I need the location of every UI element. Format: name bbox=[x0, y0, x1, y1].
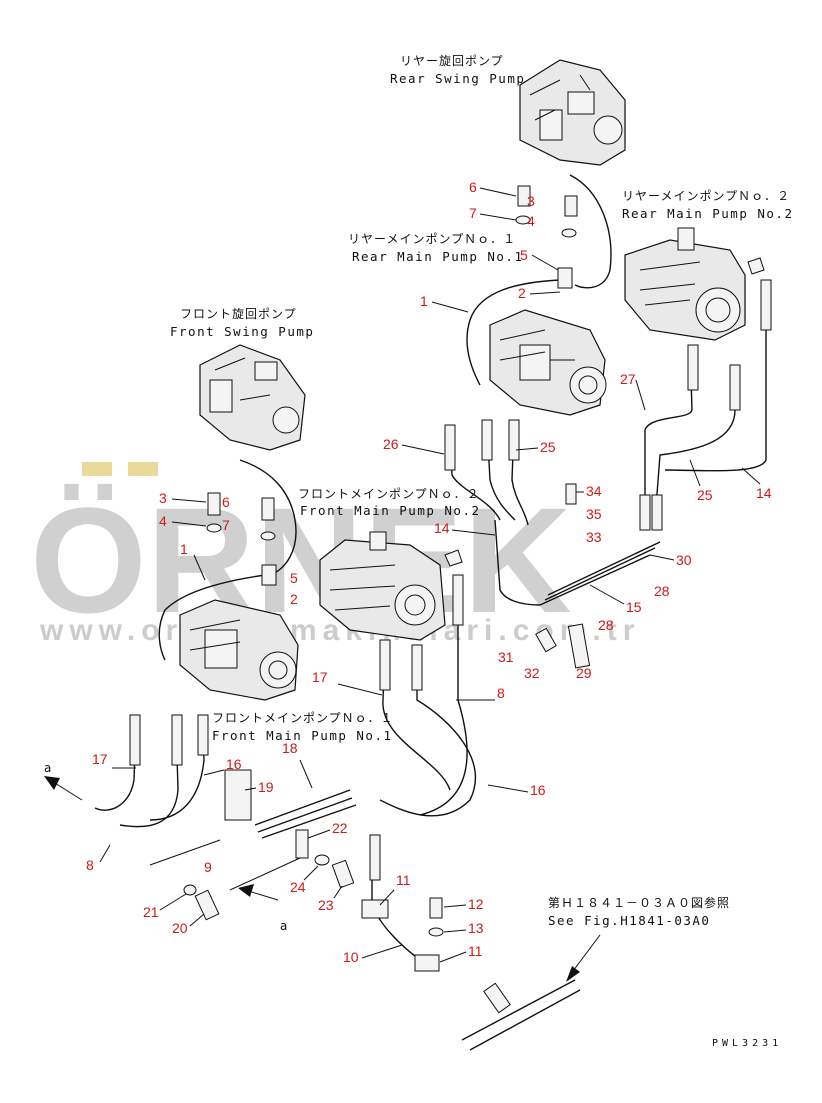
part-number: 27 bbox=[620, 371, 636, 387]
part-number: 4 bbox=[159, 513, 167, 529]
part-number: 15 bbox=[626, 599, 642, 615]
part-number: 24 bbox=[290, 879, 306, 895]
rear-main-pump-1 bbox=[489, 309, 607, 416]
part-number: 2 bbox=[518, 285, 526, 301]
rear-main-pump-2-title-jp: リヤーメインポンプＮｏ．２ bbox=[622, 189, 790, 203]
part-number: 32 bbox=[524, 665, 540, 681]
part-number: 28 bbox=[654, 583, 670, 599]
watermark-logo: ÖRNEK bbox=[30, 476, 572, 644]
part-number: 1 bbox=[420, 293, 428, 309]
rear-swing-pump bbox=[519, 59, 626, 166]
part-number: 9 bbox=[204, 859, 212, 875]
section-arrows: a a bbox=[44, 761, 601, 982]
part-number: 25 bbox=[697, 487, 713, 503]
rear-main-pump-1-title-jp: リヤーメインポンプＮｏ．１ bbox=[348, 232, 516, 246]
front-main-pump-1-title-jp: フロントメインポンプＮｏ．１ bbox=[212, 711, 394, 725]
part-number: 8 bbox=[497, 685, 505, 701]
part-number: 31 bbox=[498, 649, 514, 665]
part-number: 20 bbox=[172, 920, 188, 936]
part-number: 26 bbox=[383, 436, 399, 452]
part-number: 13 bbox=[468, 920, 484, 936]
drawing-ref-code: PWL3231 bbox=[712, 1038, 782, 1049]
arrow-a-left-icon bbox=[44, 776, 60, 790]
arrow-a-bottom-label: a bbox=[280, 919, 288, 933]
watermark-dot-right bbox=[128, 462, 158, 476]
part-number: 2 bbox=[290, 591, 298, 607]
part-number: 3 bbox=[527, 193, 535, 209]
part-labels: 6 3 7 4 5 1 2 27 26 25 25 14 34 35 33 14… bbox=[86, 179, 772, 965]
arrow-a-bottom-icon bbox=[238, 884, 254, 897]
part-number: 7 bbox=[222, 517, 230, 533]
part-number: 6 bbox=[222, 494, 230, 510]
part-number: 10 bbox=[343, 949, 359, 965]
part-number: 5 bbox=[520, 247, 528, 263]
part-number: 25 bbox=[540, 439, 556, 455]
part-number: 34 bbox=[586, 483, 602, 499]
arrow-a-left-label: a bbox=[44, 761, 52, 775]
part-number: 16 bbox=[530, 782, 546, 798]
part-number: 6 bbox=[469, 179, 477, 195]
rear-swing-pump-title-jp: リヤー旋回ポンプ bbox=[400, 54, 504, 68]
watermark: ÖRNEK www.ornekismakinalari.com.tr bbox=[30, 462, 634, 647]
front-main-pump-1 bbox=[179, 599, 299, 701]
part-number: 21 bbox=[143, 904, 159, 920]
part-number: 14 bbox=[434, 520, 450, 536]
see-fig-en: See Fig.H1841-03A0 bbox=[548, 913, 710, 928]
front-swing-pump-title-jp: フロント旋回ポンプ bbox=[180, 307, 297, 321]
front-main-pump-1-title-en: Front Main Pump No.1 bbox=[212, 728, 393, 743]
rear-main-pump-2 bbox=[624, 227, 765, 341]
fittings bbox=[129, 185, 772, 1014]
part-number: 5 bbox=[290, 570, 298, 586]
part-number: 30 bbox=[676, 552, 692, 568]
part-number: 18 bbox=[282, 740, 298, 756]
part-number: 19 bbox=[258, 779, 274, 795]
part-number: 1 bbox=[180, 541, 188, 557]
rear-main-pump-1-title-en: Rear Main Pump No.1 bbox=[352, 249, 524, 264]
rear-main-pump-2-title-en: Rear Main Pump No.2 bbox=[622, 206, 794, 221]
front-swing-pump-title-en: Front Swing Pump bbox=[170, 324, 314, 339]
part-number: 29 bbox=[576, 665, 592, 681]
part-number: 17 bbox=[92, 751, 108, 767]
front-swing-pump bbox=[199, 344, 306, 451]
part-number: 28 bbox=[598, 617, 614, 633]
hoses bbox=[94, 174, 767, 1051]
front-main-pump-2 bbox=[319, 531, 463, 641]
part-number: 4 bbox=[527, 213, 535, 229]
part-number: 17 bbox=[312, 669, 328, 685]
rear-swing-pump-title-en: Rear Swing Pump bbox=[390, 71, 525, 86]
part-number: 7 bbox=[469, 205, 477, 221]
watermark-dot-left bbox=[82, 462, 112, 476]
part-number: 8 bbox=[86, 857, 94, 873]
part-number: 16 bbox=[226, 756, 242, 772]
part-number: 14 bbox=[756, 485, 772, 501]
front-main-pump-2-title-jp: フロントメインポンプＮｏ．２ bbox=[298, 487, 480, 501]
part-number: 12 bbox=[468, 896, 484, 912]
part-number: 33 bbox=[586, 529, 602, 545]
part-number: 23 bbox=[318, 897, 334, 913]
part-number: 22 bbox=[332, 820, 348, 836]
part-number: 35 bbox=[586, 506, 602, 522]
front-main-pump-2-title-en: Front Main Pump No.2 bbox=[300, 503, 481, 518]
see-fig-arrow-icon bbox=[566, 966, 580, 982]
part-number: 11 bbox=[468, 943, 483, 959]
part-number: 3 bbox=[159, 490, 167, 506]
see-fig-jp: 第Ｈ１８４１－０３Ａ０図参照 bbox=[548, 895, 730, 910]
part-number: 11 bbox=[396, 872, 411, 888]
